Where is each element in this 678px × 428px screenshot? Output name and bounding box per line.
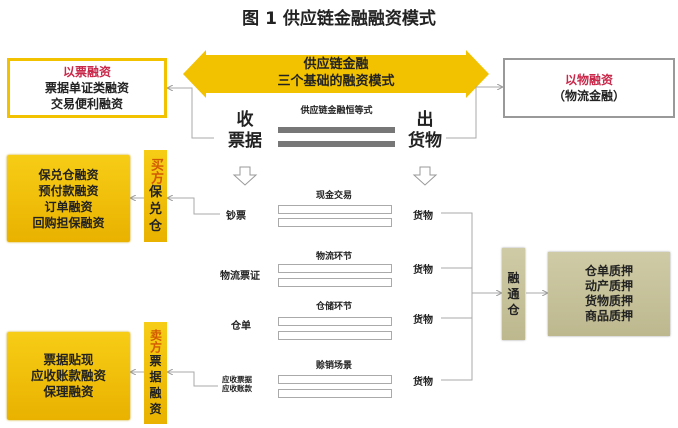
- vertical-char: 保: [148, 184, 162, 200]
- label-line: 出: [416, 110, 434, 130]
- scene-bar: [278, 389, 392, 398]
- financing-warehouse-hub: 融 通 仓: [502, 248, 525, 340]
- pledge-box: 仓单质押 动产质押 货物质押 商品质押: [548, 252, 670, 336]
- double-arrow-shape: [183, 50, 489, 98]
- vertical-char: 据: [149, 370, 162, 384]
- identity-bar: [278, 127, 395, 133]
- scene-bar: [278, 205, 392, 214]
- down-arrow-icon: [412, 166, 438, 186]
- box-line: 预付款融资: [38, 183, 99, 198]
- scene-bar: [278, 317, 392, 326]
- box-heading: 以物融资: [564, 73, 613, 87]
- vertical-accent: 卖方: [148, 329, 163, 353]
- vertical-char: 通: [507, 287, 520, 301]
- goods-financing-box: 以物融资 （物流金融）: [503, 58, 675, 118]
- scene-right-label: 货物: [413, 265, 433, 276]
- box-line: 票据贴现: [43, 352, 94, 367]
- scene-title: 现金交易: [315, 191, 352, 201]
- scene-bar: [278, 331, 392, 340]
- buyer-guarantee-warehouse: 买方 保 兑 仓: [144, 150, 167, 242]
- figure-title: 图 1 供应链金融融资模式: [242, 9, 436, 29]
- box-line: 货物质押: [584, 294, 633, 308]
- box-line: 交易便利融资: [50, 97, 123, 111]
- receive-bills-label: 收 票据: [222, 110, 268, 152]
- seller-financing-box: 票据贴现 应收账款融资 保理融资: [7, 332, 130, 420]
- vertical-char: 融: [149, 386, 162, 400]
- label-line: 货物: [408, 131, 442, 151]
- scene-bar: [278, 375, 392, 384]
- scene-bar: [278, 218, 392, 227]
- vertical-char: 融: [507, 271, 520, 285]
- box-line: 商品质押: [584, 309, 633, 323]
- label-line: 票据: [228, 131, 262, 151]
- vertical-char: 仓: [507, 303, 520, 317]
- vertical-char: 兑: [148, 201, 162, 217]
- box-line: （物流金融）: [552, 89, 625, 103]
- box-line: 保理融资: [43, 384, 94, 399]
- down-arrow-icon: [232, 166, 258, 186]
- buyer-financing-box: 保兑仓融资 预付款融资 订单融资 回购担保融资: [7, 155, 130, 242]
- scene-bar: [278, 278, 392, 287]
- box-line: 票据单证类融资: [44, 81, 129, 95]
- box-line: 动产质押: [584, 279, 633, 293]
- bill-financing-box: 以票融资 票据单证类融资 交易便利融资: [7, 58, 167, 118]
- identity-label: 供应链金融恒等式: [300, 106, 373, 116]
- scene-left-label: 钞票: [226, 211, 246, 222]
- seller-bill-financing: 卖方 票 据 融 资: [144, 322, 167, 424]
- label-line: 收: [236, 110, 254, 130]
- ship-goods-label: 出 货物: [402, 110, 448, 152]
- scene-right-label: 货物: [413, 211, 433, 222]
- box-line: 保兑仓融资: [38, 167, 99, 182]
- scene-left-label: 物流票证: [220, 271, 260, 282]
- scene-left-label: 应收票据 应收账款: [222, 375, 252, 393]
- scene-right-label: 货物: [413, 377, 433, 388]
- scene-bar: [278, 264, 392, 273]
- scene-title: 仓储环节: [315, 302, 352, 312]
- identity-bar: [278, 141, 395, 147]
- vertical-char: 仓: [148, 218, 162, 234]
- center-arrow-line: 三个基础的融资模式: [277, 74, 395, 89]
- scene-left-label: 仓单: [231, 321, 251, 332]
- vertical-char: 资: [149, 402, 162, 416]
- box-line: 应收账款融资: [30, 368, 106, 383]
- box-line: 回购担保融资: [32, 215, 105, 230]
- box-line: 仓单质押: [584, 264, 633, 278]
- scene-title: 物流环节: [315, 252, 352, 262]
- scene-title: 赊销场景: [315, 361, 352, 371]
- box-line: 订单融资: [44, 199, 93, 214]
- box-heading: 以票融资: [62, 65, 111, 79]
- vertical-char: 票: [149, 354, 162, 368]
- vertical-accent: 买方: [148, 157, 163, 184]
- scene-right-label: 货物: [413, 315, 433, 326]
- center-arrow-line: 供应链金融: [303, 57, 369, 72]
- label-line: 应收票据: [222, 375, 252, 384]
- label-line: 应收账款: [222, 384, 252, 393]
- center-arrow-label: 供应链金融 三个基础的融资模式: [206, 56, 466, 90]
